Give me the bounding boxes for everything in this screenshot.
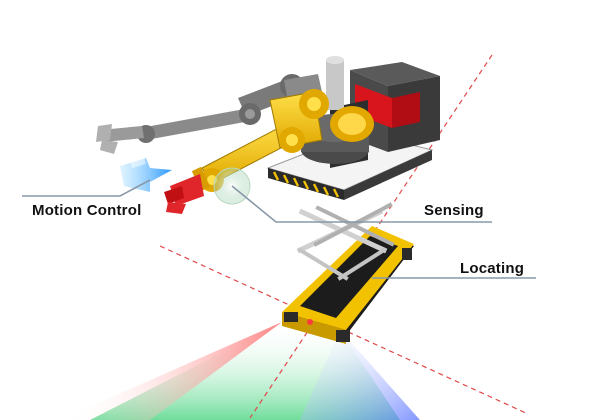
red-gripper bbox=[164, 174, 204, 214]
base-wheel-front-left bbox=[284, 312, 298, 322]
base-wheel-front-right bbox=[336, 330, 350, 342]
callout-line-sensing bbox=[231, 185, 492, 223]
base-wheel-rear bbox=[402, 248, 412, 260]
label-sensing: Sensing bbox=[424, 202, 484, 219]
scissor-lift bbox=[296, 202, 395, 281]
motion-arrow bbox=[120, 156, 172, 192]
base-sensor-light bbox=[307, 319, 313, 325]
red-panel-side bbox=[392, 92, 420, 128]
yellow-robot-arm bbox=[191, 89, 329, 192]
hazard-stripes bbox=[272, 171, 340, 198]
label-motion-control: Motion Control bbox=[32, 202, 142, 219]
label-locating: Locating bbox=[460, 260, 525, 277]
callout-lines bbox=[22, 179, 536, 279]
sensor-light-cone bbox=[60, 322, 420, 420]
callout-line-motion-control bbox=[22, 179, 151, 197]
robot-turret bbox=[301, 56, 374, 164]
